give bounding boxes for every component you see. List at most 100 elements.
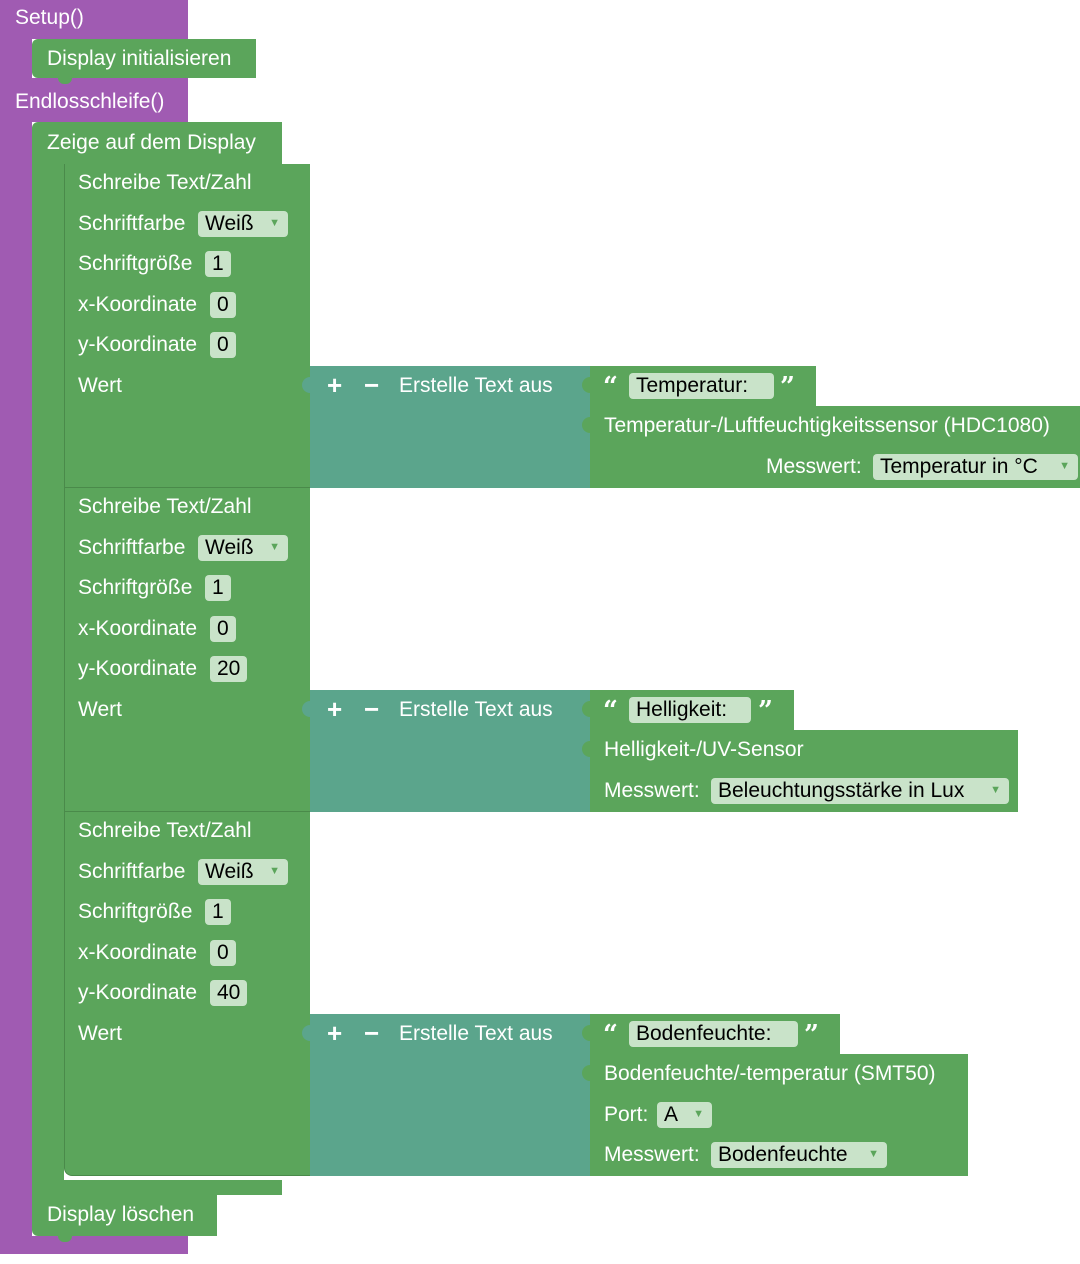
measure-dropdown[interactable]: Beleuchtungsstärke in Lux ▼	[711, 778, 1009, 804]
font-color-label: Schriftfarbe	[78, 212, 186, 235]
y-coordinate-label: y-Koordinate	[78, 657, 198, 680]
display-init-block[interactable]	[32, 39, 256, 78]
block-plug	[302, 377, 310, 393]
measure-value: Beleuchtungsstärke in Lux	[718, 779, 965, 802]
measure-value: Bodenfeuchte	[718, 1143, 848, 1166]
port-dropdown[interactable]: A ▼	[657, 1102, 712, 1128]
measure-label: Messwert:	[604, 1143, 700, 1166]
show-display-label: Zeige auf dem Display	[47, 131, 256, 154]
port-label: Port:	[604, 1103, 649, 1126]
show-display-footer	[32, 1180, 282, 1195]
measure-value: Temperatur in °C	[880, 455, 1038, 478]
font-color-dropdown[interactable]: Weiß ▼	[198, 859, 288, 885]
value-label: Wert	[78, 698, 122, 721]
x-coordinate-label: x-Koordinate	[78, 293, 198, 316]
x-coordinate-label: x-Koordinate	[78, 941, 198, 964]
plus-icon[interactable]: +	[327, 370, 343, 400]
close-quote-icon: ”	[758, 696, 773, 726]
x-coordinate-input[interactable]: 0	[210, 616, 236, 642]
y-coordinate-label: y-Koordinate	[78, 981, 198, 1004]
measure-dropdown[interactable]: Temperatur in °C ▼	[873, 454, 1078, 480]
write-block-title: Schreibe Text/Zahl	[78, 819, 252, 842]
plus-icon[interactable]: +	[327, 1018, 343, 1048]
display-clear-label: Display löschen	[47, 1203, 195, 1226]
write-block-title: Schreibe Text/Zahl	[78, 495, 252, 518]
block-plug	[582, 1025, 590, 1041]
block-plug	[582, 377, 590, 393]
triangle-down-icon: ▼	[693, 1108, 704, 1120]
x-coordinate-input[interactable]: 0	[210, 292, 236, 318]
text-join-label: Erstelle Text aus	[399, 698, 553, 721]
text-join-block[interactable]	[310, 1014, 590, 1176]
measure-dropdown[interactable]: Bodenfeuchte ▼	[711, 1142, 887, 1168]
font-color-value: Weiß	[205, 536, 254, 559]
font-size-label: Schriftgröße	[78, 252, 193, 275]
block-plug	[582, 417, 590, 433]
show-display-arm	[32, 164, 64, 1195]
text-join-block[interactable]	[310, 366, 590, 488]
close-quote-icon: ”	[804, 1020, 819, 1050]
x-coordinate-input[interactable]: 0	[210, 940, 236, 966]
display-clear-block[interactable]	[32, 1195, 217, 1236]
open-quote-icon: “	[603, 372, 618, 402]
minus-icon[interactable]: −	[364, 1018, 380, 1048]
block-plug	[302, 1025, 310, 1041]
y-coordinate-input[interactable]: 40	[210, 980, 248, 1006]
port-value: A	[664, 1103, 679, 1126]
font-size-input[interactable]: 1	[205, 251, 231, 277]
display-init-label: Display initialisieren	[47, 47, 232, 70]
font-color-dropdown[interactable]: Weiß ▼	[198, 211, 288, 237]
y-coordinate-label: y-Koordinate	[78, 333, 198, 356]
block-notch	[58, 1236, 72, 1242]
sensor-title: Helligkeit-/UV-Sensor	[604, 738, 804, 761]
font-color-label: Schriftfarbe	[78, 536, 186, 559]
triangle-down-icon: ▼	[269, 865, 280, 877]
y-coordinate-input[interactable]: 20	[210, 656, 248, 682]
value-label: Wert	[78, 374, 122, 397]
write-block-title: Schreibe Text/Zahl	[78, 171, 252, 194]
triangle-down-icon: ▼	[269, 541, 280, 553]
loop-footer	[0, 1236, 188, 1254]
block-plug	[302, 701, 310, 717]
font-color-value: Weiß	[205, 860, 254, 883]
close-quote-icon: ”	[780, 372, 795, 402]
text-string-input[interactable]: Helligkeit:	[629, 697, 751, 723]
y-coordinate-input[interactable]: 0	[210, 332, 236, 358]
font-color-label: Schriftfarbe	[78, 860, 186, 883]
text-string-input[interactable]: Bodenfeuchte:	[629, 1021, 798, 1047]
function-block-frame[interactable]	[0, 0, 32, 1254]
minus-icon[interactable]: −	[364, 370, 380, 400]
measure-label: Messwert:	[766, 455, 862, 478]
loop-header[interactable]	[0, 78, 188, 122]
plus-icon[interactable]: +	[327, 694, 343, 724]
open-quote-icon: “	[603, 696, 618, 726]
setup-label: Setup()	[15, 6, 84, 29]
open-quote-icon: “	[603, 1020, 618, 1050]
loop-label: Endlosschleife()	[15, 90, 165, 113]
font-size-label: Schriftgröße	[78, 576, 193, 599]
block-plug	[582, 701, 590, 717]
triangle-down-icon: ▼	[868, 1148, 879, 1160]
triangle-down-icon: ▼	[1059, 460, 1070, 472]
font-size-input[interactable]: 1	[205, 575, 231, 601]
font-color-dropdown[interactable]: Weiß ▼	[198, 535, 288, 561]
sensor-title: Temperatur-/Luftfeuchtigkeitssensor (HDC…	[604, 414, 1050, 437]
text-string-input[interactable]: Temperatur:	[629, 373, 774, 399]
block-plug	[582, 1065, 590, 1081]
show-display-block[interactable]	[32, 122, 282, 164]
triangle-down-icon: ▼	[269, 217, 280, 229]
text-join-label: Erstelle Text aus	[399, 1022, 553, 1045]
font-color-value: Weiß	[205, 212, 254, 235]
font-size-label: Schriftgröße	[78, 900, 193, 923]
font-size-input[interactable]: 1	[205, 899, 231, 925]
setup-header[interactable]	[0, 0, 188, 39]
measure-label: Messwert:	[604, 779, 700, 802]
text-join-label: Erstelle Text aus	[399, 374, 553, 397]
block-notch	[58, 78, 72, 84]
block-plug	[582, 741, 590, 757]
triangle-down-icon: ▼	[990, 784, 1001, 796]
text-join-block[interactable]	[310, 690, 590, 812]
sensor-title: Bodenfeuchte/-temperatur (SMT50)	[604, 1062, 936, 1085]
value-label: Wert	[78, 1022, 122, 1045]
minus-icon[interactable]: −	[364, 694, 380, 724]
